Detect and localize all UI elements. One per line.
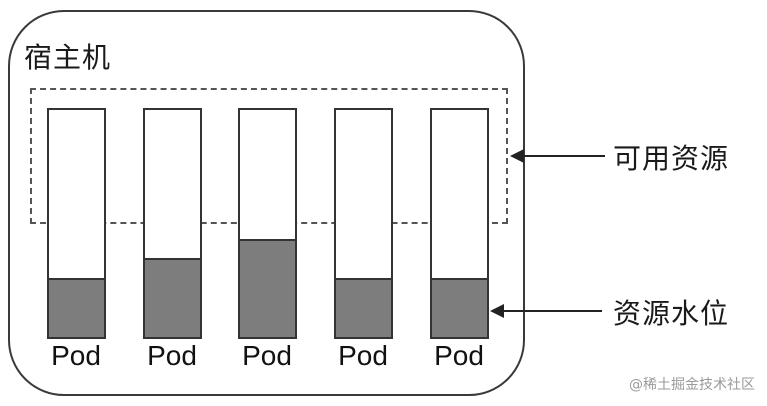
pod-3-usage-fill: [240, 239, 295, 337]
available-arrow-line: [512, 155, 605, 157]
pod-2-label: Pod: [147, 340, 197, 371]
watermark-arrow-line: [494, 310, 602, 312]
host-machine-box: [8, 10, 525, 396]
watermark-arrow-head-icon: [490, 304, 504, 318]
pod-3-label: Pod: [242, 340, 292, 371]
pod-3: [238, 108, 297, 339]
pod-4-usage-fill: [336, 278, 391, 337]
pod-5-label: Pod: [434, 340, 484, 371]
pod-2-usage-fill: [145, 258, 200, 337]
pod-1-usage-fill: [49, 278, 104, 337]
available-arrow-head-icon: [510, 149, 524, 163]
pod-5: [430, 108, 489, 339]
pod-5-usage-fill: [432, 278, 487, 337]
callout-resource-watermark: 资源水位: [613, 297, 730, 330]
pod-4-label: Pod: [338, 340, 388, 371]
pod-4: [334, 108, 393, 339]
host-title: 宿主机: [24, 41, 112, 74]
pod-2: [143, 108, 202, 339]
source-watermark: @稀土掘金技术社区: [629, 377, 755, 393]
pod-1: [47, 108, 106, 339]
pod-1-label: Pod: [51, 340, 101, 371]
callout-available-resources: 可用资源: [613, 142, 730, 175]
